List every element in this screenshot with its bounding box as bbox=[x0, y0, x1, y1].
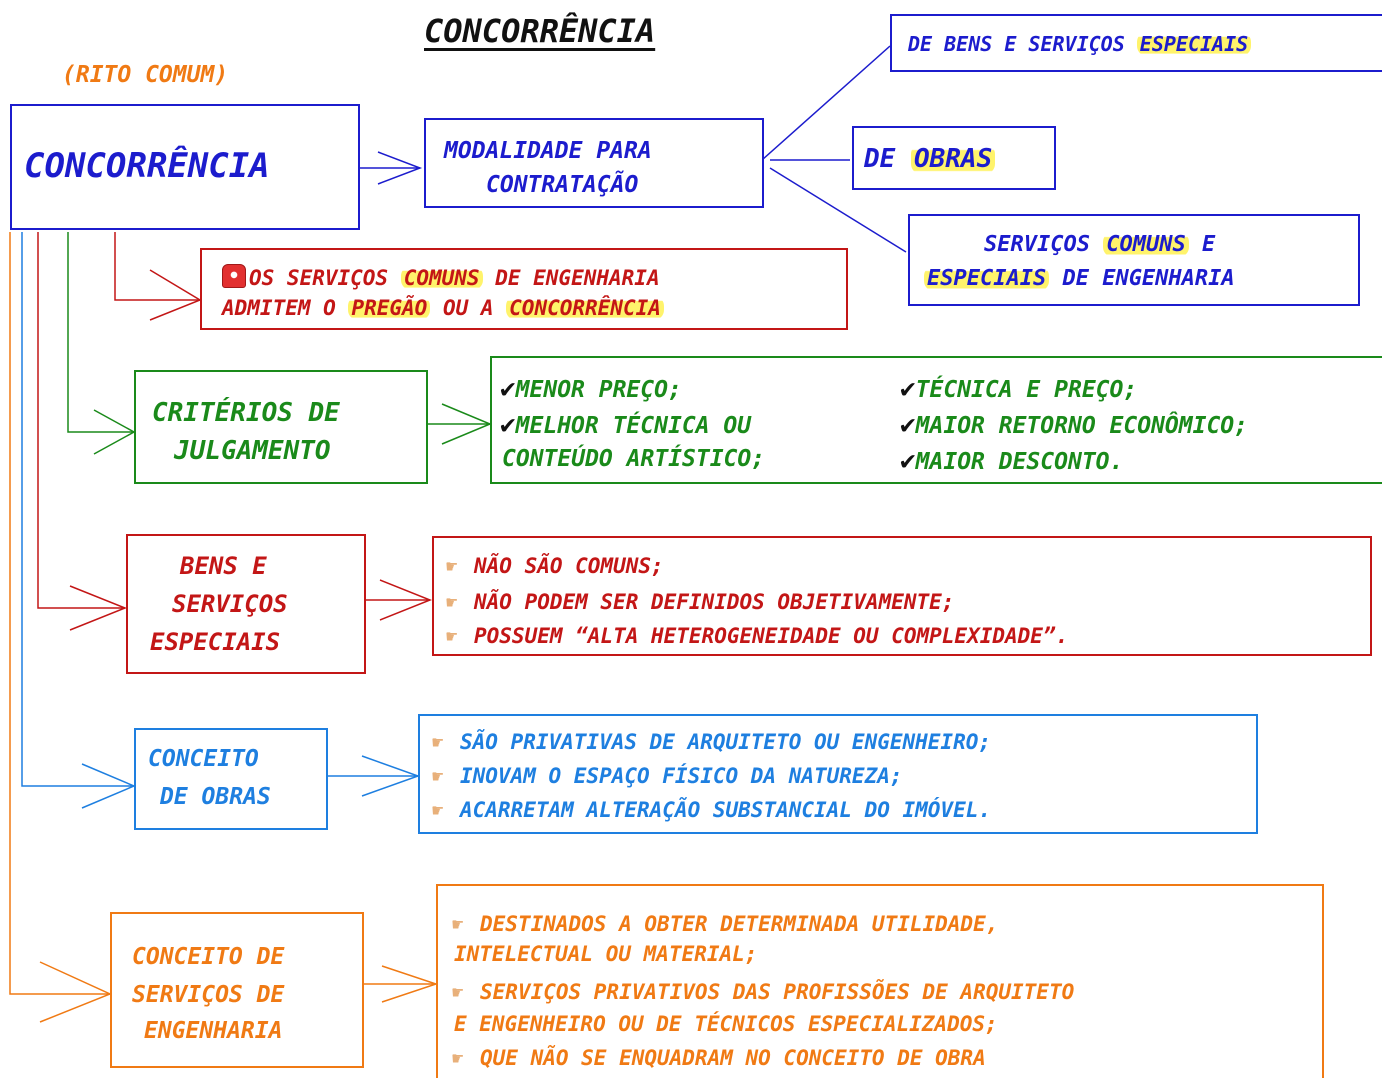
servicos-conceito-item-1b: INTELECTUAL OU MATERIAL; bbox=[454, 942, 758, 966]
criterios-label-box: CRITÉRIOS DE JULGAMENTO bbox=[134, 370, 428, 484]
pointing-hand-icon: ☛ bbox=[432, 800, 444, 822]
pointing-hand-icon: ☛ bbox=[452, 982, 464, 1004]
obras-conceito-list-box: ☛SÃO PRIVATIVAS DE ARQUITETO OU ENGENHEI… bbox=[418, 714, 1258, 834]
check-icon: ✔ bbox=[900, 410, 916, 440]
obras-conceito-label-2: DE OBRAS bbox=[160, 784, 271, 810]
red-connectors bbox=[37, 232, 433, 631]
servicos-conceito-item-2: ☛SERVIÇOS PRIVATIVOS DAS PROFISSÕES DE A… bbox=[452, 980, 1075, 1004]
pointing-hand-icon: ☛ bbox=[432, 732, 444, 754]
check-icon: ✔ bbox=[900, 374, 916, 404]
obras-conceito-item-3: ☛ACARRETAM ALTERAÇÃO SUBSTANCIAL DO IMÓV… bbox=[432, 798, 992, 822]
servicos-conceito-label-box: CONCEITO DE SERVIÇOS DE ENGENHARIA bbox=[110, 912, 364, 1068]
obras-box: DE OBRAS bbox=[852, 126, 1056, 190]
servicos-engenharia-line2: ESPECIAIS DE ENGENHARIA bbox=[924, 266, 1235, 291]
modalidade-line1: MODALIDADE PARA bbox=[444, 138, 652, 164]
criterio-melhor-tecnica: ✔MELHOR TÉCNICA OU bbox=[500, 410, 752, 440]
pointing-hand-icon: ☛ bbox=[446, 592, 458, 614]
criterios-list-box: ✔MENOR PREÇO; ✔MELHOR TÉCNICA OU CONTEÚD… bbox=[490, 356, 1382, 484]
obras-conceito-label-box: CONCEITO DE OBRAS bbox=[134, 728, 328, 830]
bens-especiais-label-box: BENS E SERVIÇOS ESPECIAIS bbox=[126, 534, 366, 674]
criterio-menor-preco: ✔MENOR PREÇO; bbox=[500, 374, 682, 404]
obras-conceito-label-1: CONCEITO bbox=[148, 746, 259, 772]
servicos-conceito-item-2b: E ENGENHEIRO OU DE TÉCNICOS ESPECIALIZAD… bbox=[454, 1012, 998, 1036]
obras-conceito-item-1: ☛SÃO PRIVATIVAS DE ARQUITETO OU ENGENHEI… bbox=[432, 730, 992, 754]
bens-especiais-item-3: ☛POSSUEM “ALTA HETEROGENEIDADE OU COMPLE… bbox=[446, 624, 1069, 648]
servicos-conceito-item-3: ☛QUE NÃO SE ENQUADRAM NO CONCEITO DE OBR… bbox=[452, 1046, 986, 1070]
criterio-tecnica-preco: ✔TÉCNICA E PREÇO; bbox=[900, 374, 1138, 404]
bens-servicos-box: DE BENS E SERVIÇOS ESPECIAIS bbox=[890, 14, 1382, 72]
servicos-conceito-label-1: CONCEITO DE bbox=[132, 944, 285, 970]
siren-icon bbox=[222, 264, 246, 288]
pointing-hand-icon: ☛ bbox=[446, 626, 458, 648]
alerta-line1: OS SERVIÇOS COMUNS DE ENGENHARIA bbox=[222, 264, 660, 290]
criterios-label-line2: JULGAMENTO bbox=[174, 436, 331, 466]
blue-connectors bbox=[358, 45, 907, 253]
subtitle: (RITO COMUM) bbox=[62, 62, 229, 88]
main-concorrencia-label: CONCORRÊNCIA bbox=[24, 146, 270, 186]
bens-especiais-label-1: BENS E bbox=[180, 552, 267, 580]
servicos-engenharia-line1: SERVIÇOS COMUNS E bbox=[984, 232, 1216, 257]
servicos-conceito-label-3: ENGENHARIA bbox=[144, 1018, 283, 1044]
check-icon: ✔ bbox=[500, 410, 516, 440]
criterios-label-line1: CRITÉRIOS DE bbox=[152, 398, 340, 428]
obras-label: DE OBRAS bbox=[864, 144, 996, 174]
servicos-conceito-label-2: SERVIÇOS DE bbox=[132, 982, 285, 1008]
page-title: CONCORRÊNCIA bbox=[424, 12, 656, 50]
pointing-hand-icon: ☛ bbox=[452, 914, 464, 936]
bens-especiais-item-1: ☛NÃO SÃO COMUNS; bbox=[446, 554, 664, 578]
bens-especiais-list-box: ☛NÃO SÃO COMUNS; ☛NÃO PODEM SER DEFINIDO… bbox=[432, 536, 1372, 656]
pointing-hand-icon: ☛ bbox=[452, 1048, 464, 1070]
alerta-line2: ADMITEM O PREGÃO OU A CONCORRÊNCIA bbox=[222, 296, 664, 320]
bens-especiais-item-2: ☛NÃO PODEM SER DEFINIDOS OBJETIVAMENTE; bbox=[446, 590, 955, 614]
alerta-box: OS SERVIÇOS COMUNS DE ENGENHARIA ADMITEM… bbox=[200, 248, 848, 330]
pointing-hand-icon: ☛ bbox=[432, 766, 444, 788]
bens-especiais-label-3: ESPECIAIS bbox=[150, 628, 281, 656]
servicos-engenharia-box: SERVIÇOS COMUNS E ESPECIAIS DE ENGENHARI… bbox=[908, 214, 1360, 306]
bens-servicos-label: DE BENS E SERVIÇOS ESPECIAIS bbox=[908, 32, 1252, 56]
servicos-conceito-item-1: ☛DESTINADOS A OBTER DETERMINADA UTILIDAD… bbox=[452, 912, 999, 936]
modalidade-line2: CONTRATAÇÃO bbox=[486, 172, 639, 198]
modalidade-box: MODALIDADE PARA CONTRATAÇÃO bbox=[424, 118, 764, 208]
main-concorrencia-box: CONCORRÊNCIA bbox=[10, 104, 360, 230]
criterio-maior-desconto: ✔MAIOR DESCONTO. bbox=[900, 446, 1124, 476]
check-icon: ✔ bbox=[900, 446, 916, 476]
servicos-conceito-list-box: ☛DESTINADOS A OBTER DETERMINADA UTILIDAD… bbox=[436, 884, 1324, 1078]
obras-conceito-item-2: ☛INOVAM O ESPAÇO FÍSICO DA NATUREZA; bbox=[432, 764, 903, 788]
criterio-conteudo-artistico: CONTEÚDO ARTÍSTICO; bbox=[502, 446, 766, 472]
check-icon: ✔ bbox=[500, 374, 516, 404]
criterio-maior-retorno: ✔MAIOR RETORNO ECONÔMICO; bbox=[900, 410, 1248, 440]
pointing-hand-icon: ☛ bbox=[446, 556, 458, 578]
bens-especiais-label-2: SERVIÇOS bbox=[172, 590, 288, 618]
